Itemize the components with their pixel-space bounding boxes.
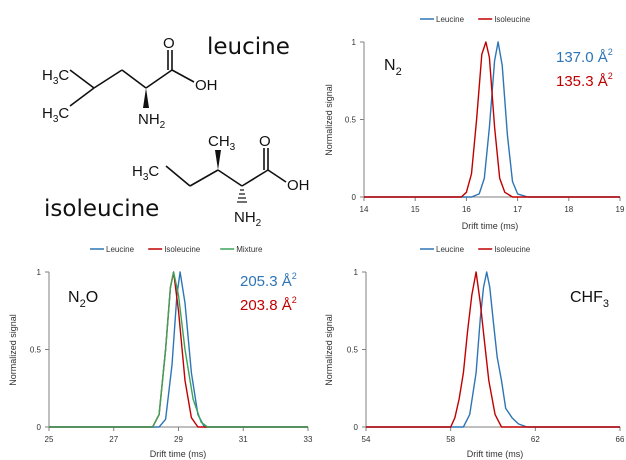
leucine-h3c-top: H3C xyxy=(42,67,69,87)
y-axis-label: Normalized signal xyxy=(324,314,334,386)
x-tick-label: 25 xyxy=(45,435,54,444)
x-tick-label: 33 xyxy=(304,435,313,444)
x-tick-label: 18 xyxy=(564,205,573,214)
x-tick-label: 15 xyxy=(411,205,420,214)
leucine-skeleton: H3C H3C NH2 O OH xyxy=(42,35,218,131)
series-line-mixture xyxy=(49,271,308,428)
x-tick-label: 14 xyxy=(360,205,369,214)
x-tick-label: 17 xyxy=(513,205,522,214)
y-tick-label: 0.5 xyxy=(345,116,357,125)
x-axis-label: Drift time (ms) xyxy=(462,221,519,231)
legend-entry: Isoleucine xyxy=(164,245,201,254)
isoleucine-nh2: NH2 xyxy=(234,209,262,229)
legend-entry: Isoleucine xyxy=(494,245,531,254)
legend-entry: Leucine xyxy=(106,245,135,254)
y-tick-label: 0 xyxy=(37,423,42,432)
y-tick-label: 1 xyxy=(37,268,42,277)
x-tick-label: 27 xyxy=(109,435,118,444)
isoleucine-name: isoleucine xyxy=(44,196,160,222)
x-tick-label: 16 xyxy=(462,205,471,214)
x-tick-label: 29 xyxy=(174,435,183,444)
isoleucine-h3c: H3C xyxy=(132,163,159,183)
legend-entry: Leucine xyxy=(436,245,465,254)
wedge-bond xyxy=(143,88,149,108)
x-tick-label: 31 xyxy=(239,435,248,444)
legend-entry: Isoleucine xyxy=(494,15,531,24)
leucine-o: O xyxy=(163,35,175,52)
leucine-oh: OH xyxy=(195,77,218,94)
x-tick-label: 54 xyxy=(362,435,371,444)
y-tick-label: 1 xyxy=(352,38,357,47)
gas-label: N2O xyxy=(68,289,98,310)
y-tick-label: 1 xyxy=(354,268,359,277)
x-tick-label: 66 xyxy=(616,435,625,444)
isoleucine-o: O xyxy=(259,133,271,150)
x-tick-label: 19 xyxy=(616,205,625,214)
y-axis-label: Normalized signal xyxy=(324,84,334,156)
leucine-nh2: NH2 xyxy=(138,111,166,130)
ccs-annotation: 135.3 Å2 xyxy=(556,71,613,90)
y-tick-label: 0.5 xyxy=(347,346,359,355)
y-tick-label: 0 xyxy=(352,193,357,202)
leucine-h3c-bot: H3C xyxy=(42,105,69,125)
x-tick-label: 62 xyxy=(531,435,540,444)
series-line-leucine xyxy=(366,271,620,428)
series-line-leucine xyxy=(364,41,620,198)
gas-label: N2 xyxy=(384,57,402,78)
isoleucine-structure: CH3 H3C NH2 O OH xyxy=(130,128,314,230)
series-line-isoleucine xyxy=(364,41,620,198)
leucine-structure: H3C H3C NH2 O OH xyxy=(42,30,314,131)
y-axis-label: Normalized signal xyxy=(8,314,18,386)
gas-label: CHF3 xyxy=(570,289,609,310)
legend-entry: Mixture xyxy=(236,245,263,254)
x-tick-label: 58 xyxy=(446,435,455,444)
isoleucine-ch3: CH3 xyxy=(208,133,236,153)
ccs-annotation: 203.8 Å2 xyxy=(240,295,297,314)
hash-bond xyxy=(237,189,247,203)
isoleucine-skeleton: CH3 H3C NH2 O OH xyxy=(132,133,310,229)
y-tick-label: 0.5 xyxy=(30,346,42,355)
wedge-bond xyxy=(215,150,221,170)
legend-entry: Leucine xyxy=(436,15,465,24)
isoleucine-oh: OH xyxy=(287,177,310,194)
y-tick-label: 0 xyxy=(354,423,359,432)
x-axis-label: Drift time (ms) xyxy=(467,449,524,459)
leucine-name: leucine xyxy=(207,34,290,60)
series-line-isoleucine xyxy=(366,271,620,428)
ccs-annotation: 205.3 Å2 xyxy=(240,271,297,290)
ccs-annotation: 137.0 Å2 xyxy=(556,47,613,66)
x-axis-label: Drift time (ms) xyxy=(150,449,207,459)
